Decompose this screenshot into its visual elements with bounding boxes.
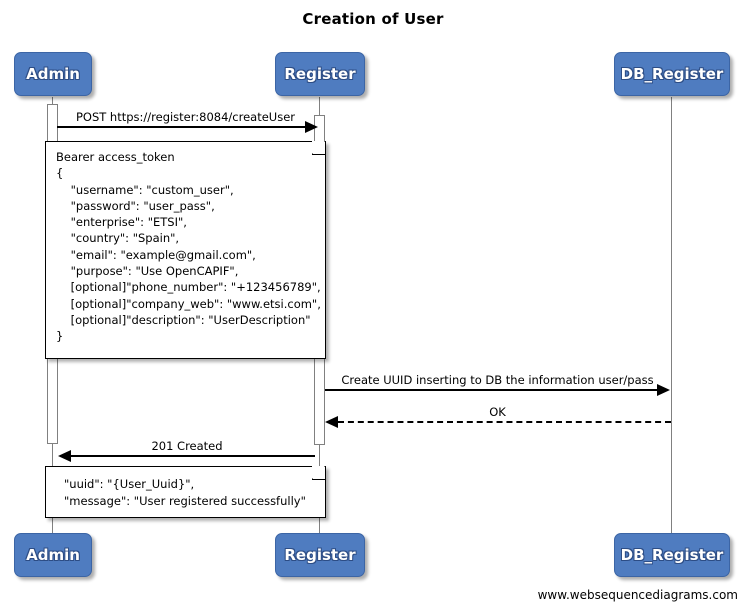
participant-label-db-register: DB_Register bbox=[620, 546, 724, 564]
diagram-title: Creation of User bbox=[302, 10, 444, 28]
participant-box-db-register-top[interactable]: DB_Register bbox=[614, 52, 730, 96]
note-fold-corner-icon bbox=[312, 466, 325, 480]
note-response-text: "uuid": "{User_Uuid}", "message": "User … bbox=[64, 477, 306, 508]
participant-label-admin: Admin bbox=[26, 546, 80, 564]
watermark-link: www.websequencediagrams.com bbox=[537, 588, 738, 602]
participant-box-db-register-bottom[interactable]: DB_Register bbox=[614, 533, 730, 577]
participant-label-register: Register bbox=[284, 65, 356, 83]
message-line-201-created bbox=[71, 455, 315, 457]
participant-label-register: Register bbox=[284, 546, 356, 564]
participant-box-admin-bottom[interactable]: Admin bbox=[14, 533, 92, 577]
message-label-post: POST https://register:8084/createUser bbox=[75, 110, 296, 124]
message-line-post bbox=[57, 126, 307, 128]
participant-box-register-bottom[interactable]: Register bbox=[275, 533, 365, 577]
message-arrowhead-post bbox=[305, 121, 318, 133]
participant-label-db-register: DB_Register bbox=[620, 65, 724, 83]
participant-box-register-top[interactable]: Register bbox=[275, 52, 365, 96]
message-line-ok bbox=[338, 421, 671, 423]
message-label-create-uuid: Create UUID inserting to DB the informat… bbox=[341, 373, 654, 387]
lifeline-db-register bbox=[671, 97, 672, 533]
note-request-text: Bearer access_token { "username": "custo… bbox=[56, 150, 321, 344]
message-arrowhead-201-created bbox=[58, 450, 71, 462]
message-label-ok: OK bbox=[489, 405, 506, 419]
note-fold-corner-icon bbox=[312, 141, 325, 155]
participant-label-admin: Admin bbox=[26, 65, 80, 83]
message-line-create-uuid bbox=[325, 389, 659, 391]
message-arrowhead-create-uuid bbox=[657, 384, 670, 396]
participant-box-admin-top[interactable]: Admin bbox=[14, 52, 92, 96]
message-arrowhead-ok bbox=[325, 416, 338, 428]
note-response-payload: "uuid": "{User_Uuid}", "message": "User … bbox=[45, 466, 326, 518]
message-label-201-created: 201 Created bbox=[151, 439, 223, 453]
note-request-payload: Bearer access_token { "username": "custo… bbox=[45, 141, 326, 359]
